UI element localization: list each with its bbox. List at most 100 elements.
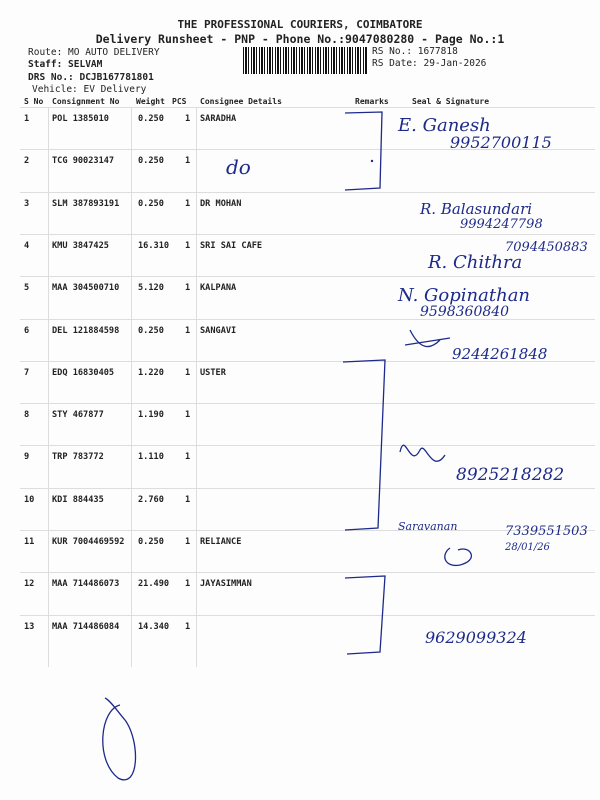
rs-date: RS Date: 29-Jan-2026	[372, 58, 487, 69]
cell-consignment: MAA 714486084	[52, 621, 120, 632]
runsheet-subtitle: Delivery Runsheet - PNP - Phone No.:9047…	[95, 32, 505, 46]
row-divider	[20, 318, 595, 320]
cell-consignee: DR MOHAN	[200, 198, 242, 209]
cell-consignment: TCG 90023147	[52, 156, 115, 167]
cell-consignment: TRP 783772	[52, 452, 104, 463]
cell-pcs: 1	[185, 537, 191, 547]
cell-sno: 1	[24, 114, 30, 124]
row-divider	[20, 191, 595, 193]
divider	[131, 107, 132, 667]
row-divider	[20, 149, 595, 151]
cell-consignment: MAA 304500710	[52, 283, 120, 294]
row-divider	[20, 233, 595, 235]
cell-consignee: KALPANA	[200, 283, 237, 294]
scribble-mark	[404, 329, 451, 348]
cell-weight: 0.250	[138, 114, 164, 124]
col-remarks: Remarks	[355, 97, 389, 106]
cell-pcs: 1	[185, 621, 191, 632]
rs-no: RS No.: 1677818	[372, 46, 458, 57]
cell-sno: 2	[24, 156, 30, 167]
cell-consignee: SARADHA	[200, 114, 237, 124]
cell-consignment: KMU 3847425	[52, 240, 109, 251]
cell-pcs: 1	[185, 283, 191, 294]
cell-pcs: 1	[185, 240, 191, 251]
barcode	[243, 47, 368, 74]
scribble-mark	[399, 444, 446, 462]
signature-text: N. Gopinathan	[398, 285, 531, 306]
cell-consignee: SANGAVI	[200, 325, 237, 336]
ditto-mark: do	[226, 155, 251, 179]
cell-pcs: 1	[185, 156, 191, 167]
cell-sno: 10	[24, 494, 35, 505]
cell-consignment: DEL 121884598	[52, 325, 120, 336]
cell-sno: 3	[24, 198, 30, 209]
phone-handwritten: 9598360840	[420, 304, 510, 320]
cell-consignee: RELIANCE	[200, 537, 242, 547]
col-pcs: PCS	[172, 97, 187, 106]
bracket-mark	[344, 111, 383, 191]
cell-sno: 9	[24, 452, 30, 463]
row-divider	[20, 614, 595, 616]
phone-handwritten: 7339551503	[505, 524, 588, 539]
row-divider	[20, 403, 595, 405]
cell-weight: 1.110	[138, 452, 164, 463]
cell-consignee: USTER	[200, 367, 226, 378]
col-sno: S No	[24, 97, 44, 106]
route: Route: MO AUTO DELIVERY	[28, 47, 160, 58]
staff: Staff: SELVAM	[28, 59, 103, 70]
phone-handwritten: 7094450883	[505, 240, 588, 255]
cell-sno: 11	[24, 537, 35, 547]
cell-weight: 0.250	[138, 198, 164, 209]
cell-consignment: KDI 884435	[52, 494, 104, 505]
col-seal: Seal & Signature	[412, 97, 490, 106]
cell-pcs: 1	[185, 410, 191, 421]
cell-consignment: MAA 714486073	[52, 579, 120, 590]
row-divider	[20, 276, 595, 278]
phone-handwritten: 9994247798	[460, 217, 543, 232]
cell-consignment: STY 467877	[52, 410, 104, 421]
cell-weight: 21.490	[138, 579, 170, 590]
divider	[48, 107, 49, 667]
cell-weight: 14.340	[138, 621, 170, 632]
phone-handwritten: 9629099324	[425, 628, 527, 647]
cell-sno: 8	[24, 410, 30, 421]
col-consignee: Consignee Details	[200, 97, 282, 106]
cell-weight: 0.250	[138, 537, 164, 547]
bracket-mark	[344, 575, 386, 655]
cell-consignment: KUR 7004469592	[52, 537, 125, 547]
bracket-mark	[342, 359, 386, 531]
col-consignment: Consignment No	[52, 97, 120, 106]
cell-pcs: 1	[185, 452, 191, 463]
phone-handwritten: 9952700115	[450, 133, 552, 152]
table-row: 2 TCG 90023147 0.250 1	[20, 149, 350, 191]
row-divider	[20, 360, 595, 362]
cell-weight: 0.250	[138, 325, 164, 336]
cell-weight: 1.220	[138, 367, 164, 378]
cell-consignment: EDQ 16830405	[52, 367, 115, 378]
cell-weight: 1.190	[138, 410, 164, 421]
cell-pcs: 1	[185, 579, 191, 590]
signature-text: R. Chithra	[428, 252, 523, 273]
cell-sno: 13	[24, 621, 35, 632]
scribble-mark	[444, 547, 472, 567]
cell-consignee: JAYASIMMAN	[200, 579, 252, 590]
cell-consignment: SLM 387893191	[52, 198, 120, 209]
cell-sno: 7	[24, 367, 30, 378]
cell-consignee: SRI SAI CAFE	[200, 240, 263, 251]
phone-handwritten: 8925218282	[456, 465, 565, 485]
cell-pcs: 1	[185, 325, 191, 336]
row-divider	[20, 572, 595, 574]
signature-text: R. Balasundari	[420, 200, 533, 218]
row-divider	[20, 107, 595, 108]
cell-weight: 0.250	[138, 156, 164, 167]
drs-no: DRS No.: DCJB167781801	[28, 72, 154, 83]
scribble-mark	[102, 697, 137, 781]
